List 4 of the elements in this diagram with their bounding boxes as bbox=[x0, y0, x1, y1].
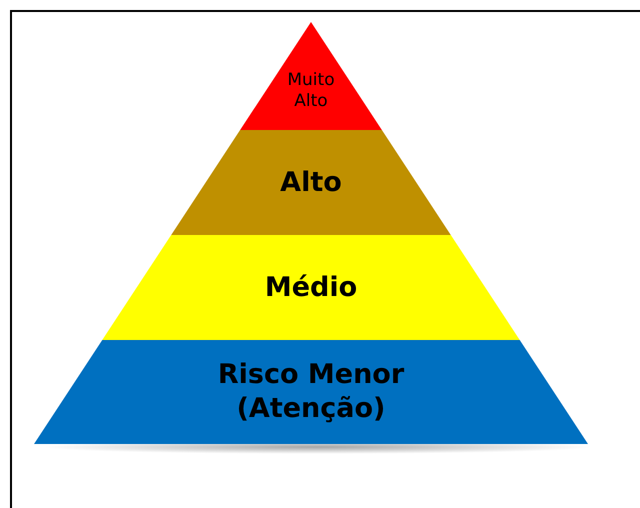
level-label: Muito Alto bbox=[286, 70, 336, 112]
level-label: Alto bbox=[280, 166, 342, 200]
level-label: Risco Menor (Atenção) bbox=[216, 358, 406, 426]
level-label: Médio bbox=[264, 270, 358, 304]
